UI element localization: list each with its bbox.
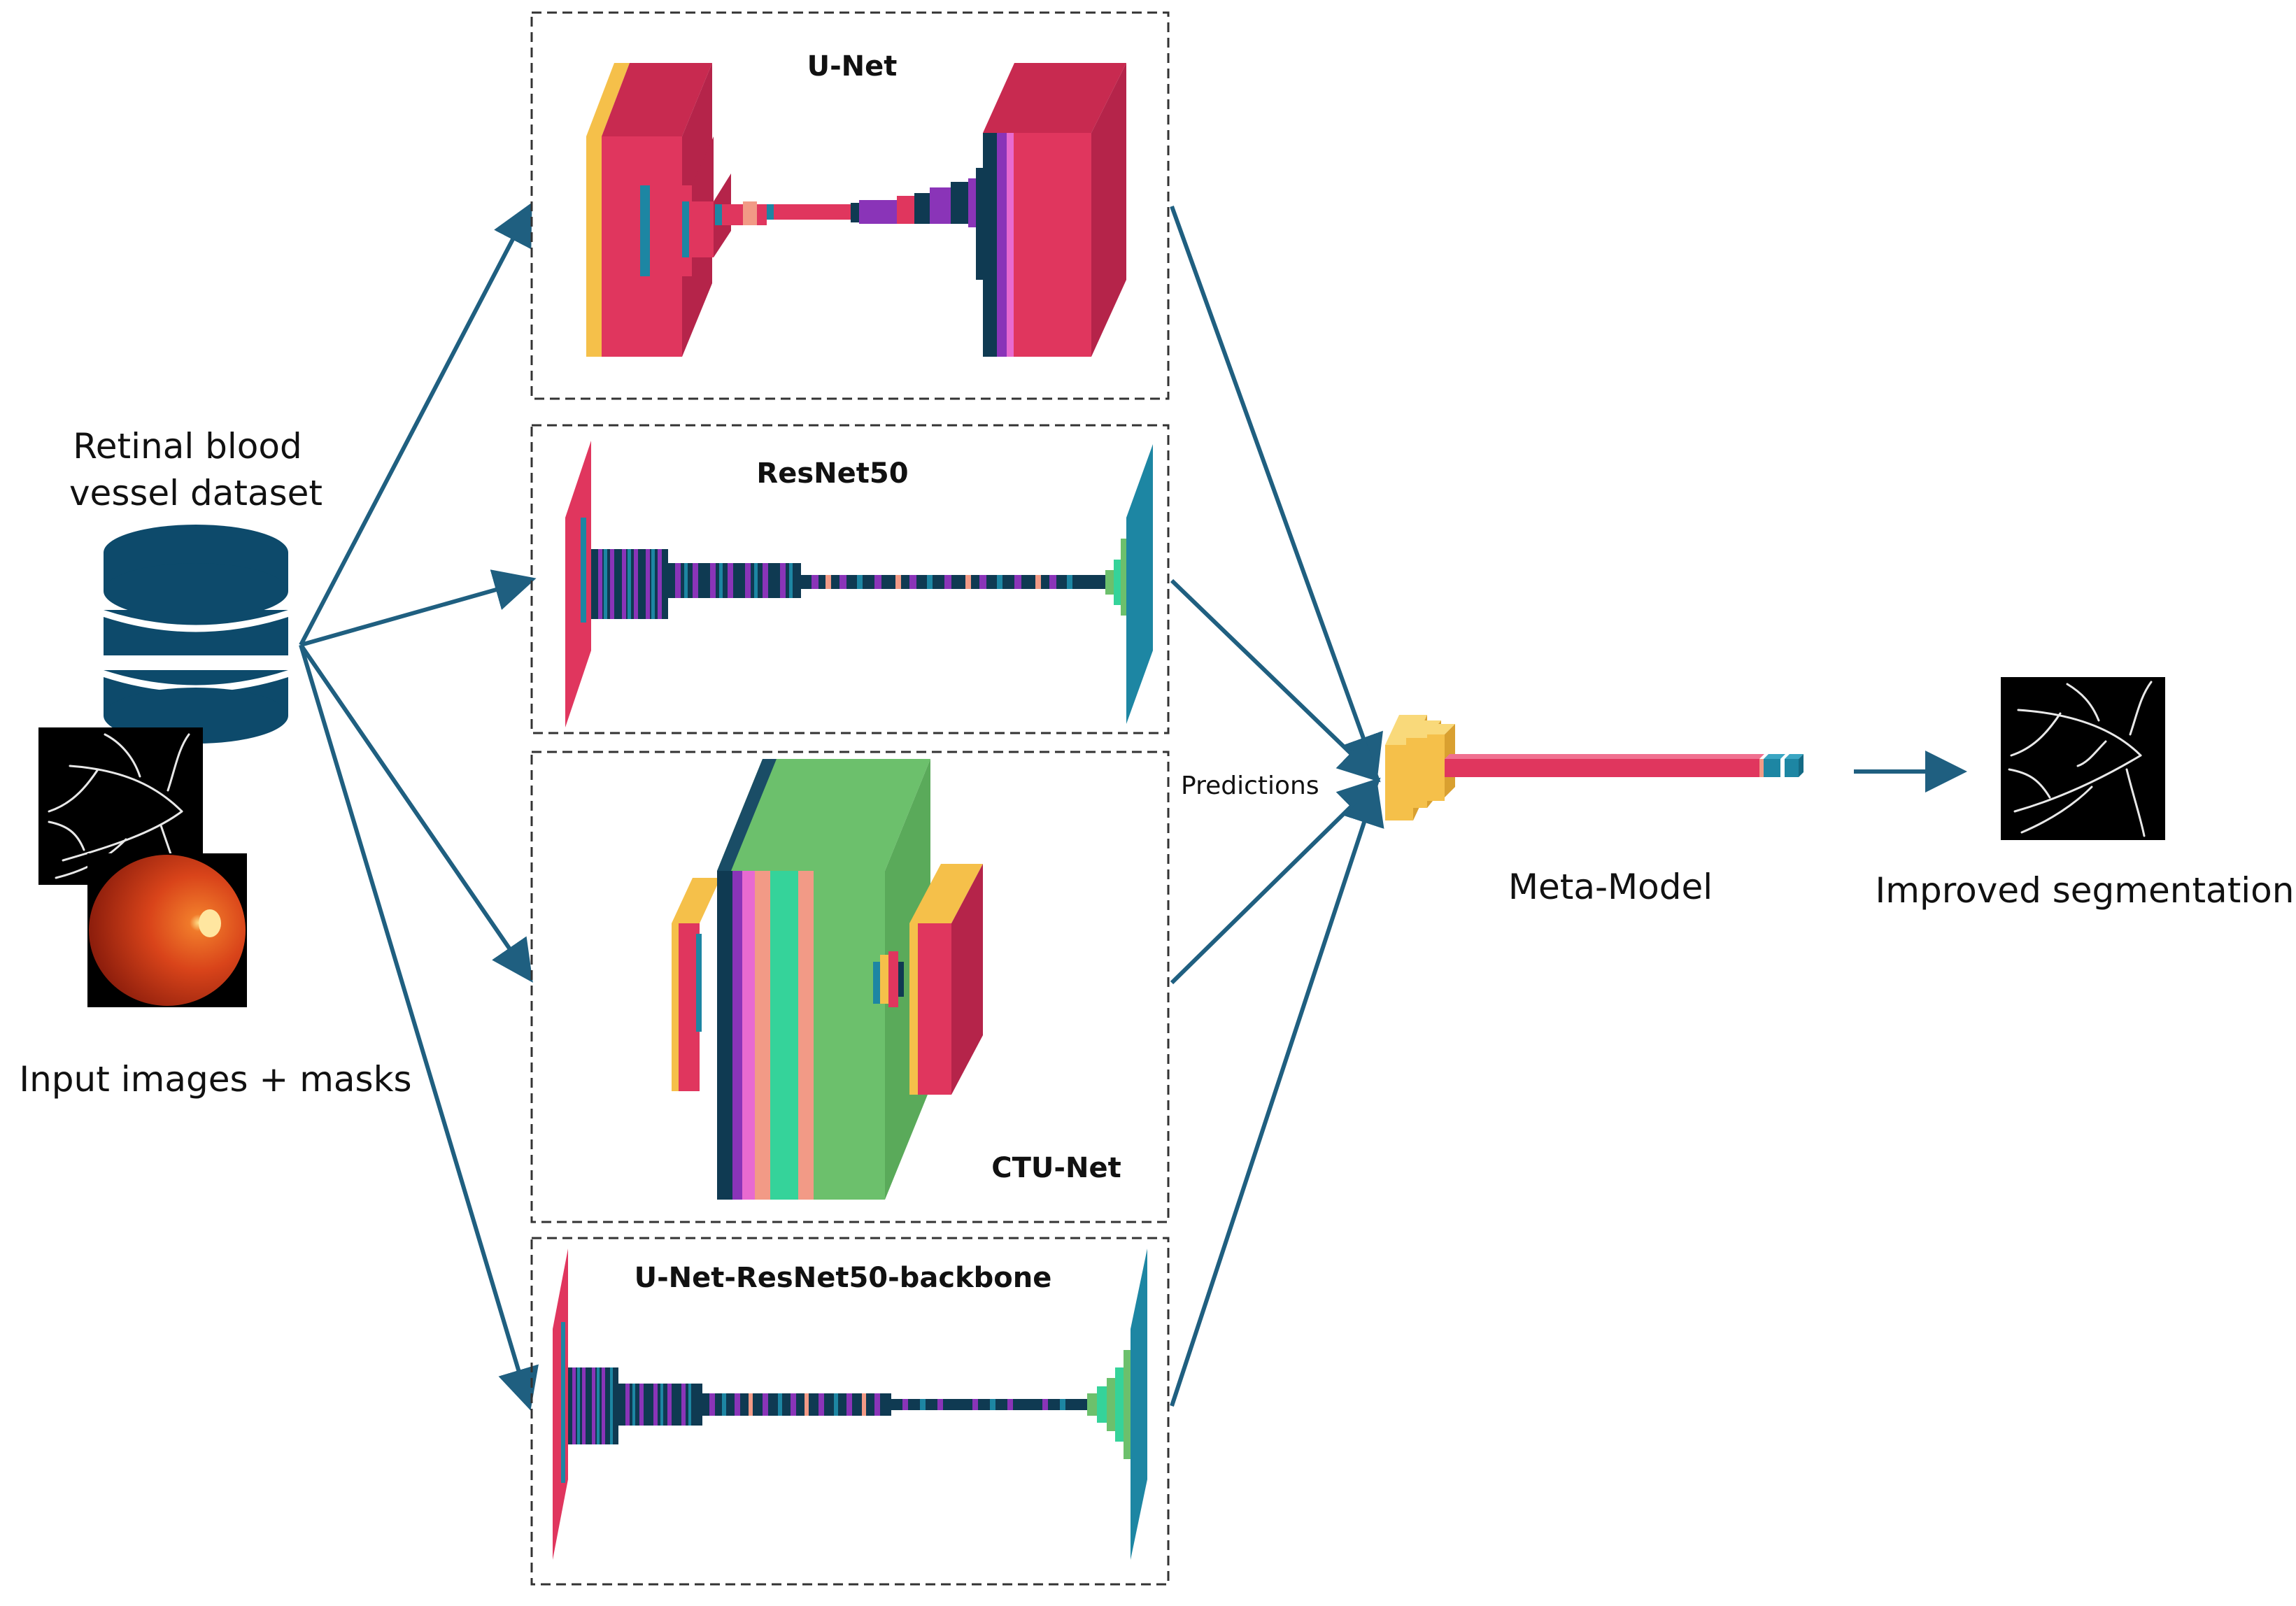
unet-resnet50-architecture bbox=[553, 1249, 1147, 1560]
arrow-to-unet bbox=[299, 202, 532, 646]
model-title-unet-resnet50: U-Net-ResNet50-backbone bbox=[635, 1262, 1052, 1294]
model-box-unet: U-Net bbox=[530, 11, 1170, 400]
dataset-title-line2: vessel dataset bbox=[69, 473, 323, 513]
dataset-group: Retinal blood vessel dataset bbox=[19, 426, 411, 1100]
model-title-ctunet: CTU-Net bbox=[991, 1152, 1121, 1184]
fundus-image bbox=[87, 853, 247, 1007]
arrow-resnet50-to-meta bbox=[1170, 578, 1381, 783]
dataset-caption: Input images + masks bbox=[19, 1059, 411, 1100]
model-box-unet-resnet50: U-Net-ResNet50-backbone bbox=[530, 1237, 1170, 1586]
prediction-arrows bbox=[1170, 205, 1967, 1407]
model-box-resnet50: ResNet50 bbox=[530, 424, 1170, 734]
model-box-ctunet: CTU-Net bbox=[530, 751, 1170, 1223]
database-icon bbox=[104, 525, 288, 744]
predictions-label: Predictions bbox=[1181, 772, 1319, 800]
arrow-unet-resnet50-to-meta bbox=[1170, 782, 1384, 1407]
meta-model-label: Meta-Model bbox=[1508, 867, 1713, 907]
arrow-to-unet-resnet50 bbox=[299, 644, 539, 1411]
model-title-resnet50: ResNet50 bbox=[756, 457, 908, 490]
ctunet-architecture bbox=[672, 759, 983, 1200]
unet-architecture bbox=[586, 63, 1126, 357]
output-label: Improved segmentation bbox=[1876, 870, 2295, 911]
meta-model-architecture bbox=[1385, 715, 1804, 820]
model-title-unet: U-Net bbox=[807, 50, 898, 83]
dataset-title-line1: Retinal blood bbox=[73, 426, 302, 467]
arrow-to-ctunet bbox=[299, 644, 533, 983]
resnet50-architecture bbox=[565, 441, 1153, 727]
output-segmentation-image bbox=[2001, 677, 2165, 840]
arrow-to-resnet50 bbox=[300, 569, 537, 647]
arrow-ctunet-to-meta bbox=[1170, 777, 1381, 985]
arrow-unet-to-meta bbox=[1170, 205, 1383, 778]
input-arrows bbox=[299, 202, 539, 1411]
